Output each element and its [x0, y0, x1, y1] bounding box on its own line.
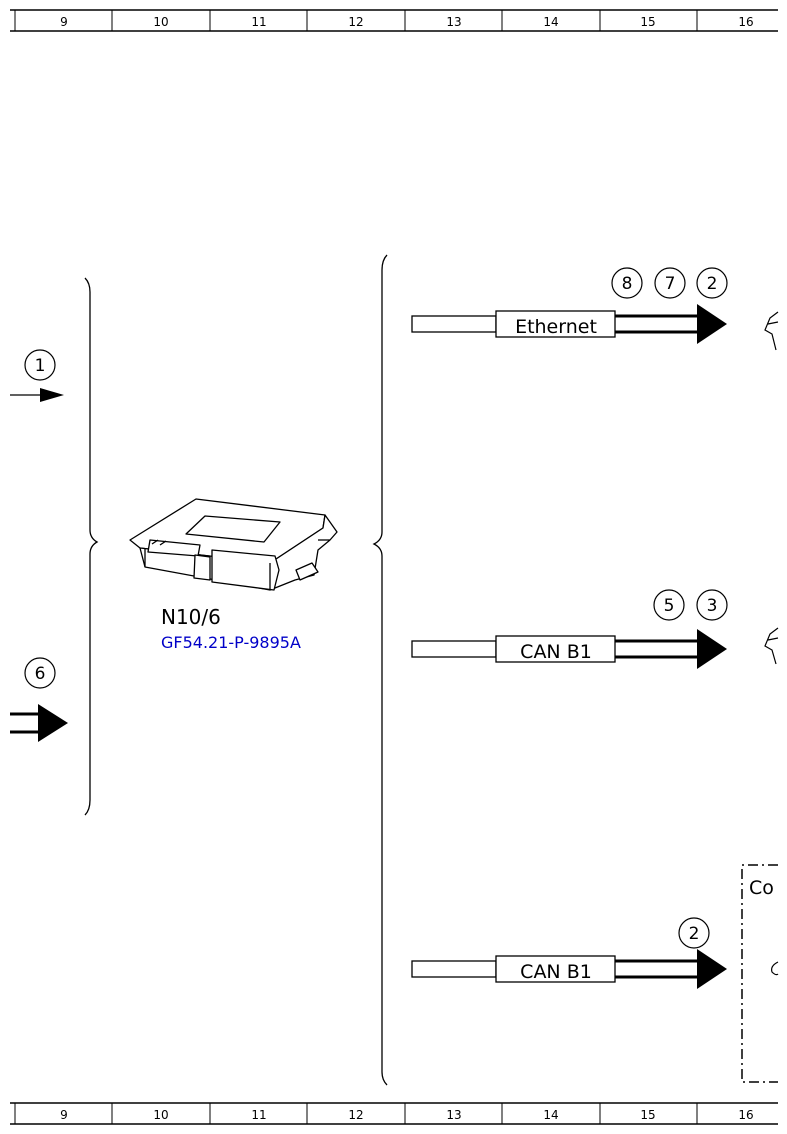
- marker-number: 8: [622, 274, 633, 294]
- input-6[interactable]: 6: [10, 657, 68, 742]
- control-unit-icon[interactable]: [129, 498, 338, 591]
- marker-number: 5: [664, 596, 675, 616]
- bus-label-box: [495, 955, 616, 983]
- bus-stub: [411, 640, 497, 658]
- marker-number: 1: [35, 356, 46, 376]
- partial-component-icon: [764, 311, 779, 351]
- ruler-label: 9: [60, 1108, 68, 1122]
- ruler-label: 13: [446, 1108, 461, 1122]
- right-brace: [372, 254, 388, 1086]
- partial-component-icon: [764, 627, 779, 665]
- ruler-label: 16: [738, 1108, 753, 1122]
- input-1[interactable]: 1: [10, 349, 64, 402]
- marker-number: 3: [707, 596, 718, 616]
- arrow-head-icon: [697, 949, 727, 989]
- left-brace: [84, 277, 99, 816]
- dashed-component-box: Co: [741, 864, 779, 1083]
- bus-label: CAN B1: [520, 961, 592, 983]
- arrow-head-icon: [38, 704, 68, 742]
- ruler-label: 12: [348, 1108, 363, 1122]
- partial-component-icon: [771, 961, 779, 976]
- ruler-label: 9: [60, 15, 68, 29]
- marker-circle: [654, 267, 686, 299]
- ruler-label: 16: [738, 15, 753, 29]
- ruler-label: 10: [153, 15, 168, 29]
- marker-circle: [24, 349, 56, 381]
- bus-label: Ethernet: [515, 316, 597, 338]
- ruler-label: 15: [640, 1108, 655, 1122]
- ruler-label: 14: [543, 15, 558, 29]
- output-can-b1-lower[interactable]: 2 CAN B1: [411, 917, 727, 989]
- ruler-label: 11: [251, 15, 266, 29]
- marker-circle: [696, 589, 728, 621]
- component-code: N10/6: [161, 605, 221, 629]
- ruler-label: 13: [446, 15, 461, 29]
- output-ethernet[interactable]: 8 7 2 Ethernet: [411, 267, 728, 344]
- marker-number: 2: [689, 924, 700, 944]
- marker-circle: [611, 267, 643, 299]
- bus-stub: [411, 960, 497, 978]
- marker-circle: [24, 657, 56, 689]
- output-can-b1-upper[interactable]: 5 3 CAN B1: [411, 589, 728, 669]
- top-ruler: 9 10 11 12 13 14 15 16: [10, 9, 778, 32]
- bus-label-box: [495, 635, 616, 663]
- bottom-ruler: 9 10 11 12 13 14 15 16: [10, 1102, 778, 1125]
- marker-number: 6: [35, 664, 46, 684]
- ruler-label: 14: [543, 1108, 558, 1122]
- marker-circle: [696, 267, 728, 299]
- bus-label-box: [495, 310, 616, 338]
- ruler-label: 11: [251, 1108, 266, 1122]
- ruler-label: 10: [153, 1108, 168, 1122]
- arrow-head-icon: [697, 304, 727, 344]
- marker-number: 2: [707, 274, 718, 294]
- marker-circle: [678, 917, 710, 949]
- ruler-label: 12: [348, 15, 363, 29]
- arrow-head-icon: [697, 629, 727, 669]
- marker-circle: [653, 589, 685, 621]
- bus-label: CAN B1: [520, 641, 592, 663]
- marker-number: 7: [665, 274, 676, 294]
- component-reference-link[interactable]: GF54.21-P-9895A: [161, 633, 301, 652]
- arrow-head-icon: [40, 388, 64, 402]
- dashed-box-label: Co: [749, 877, 774, 899]
- ruler-label: 15: [640, 15, 655, 29]
- bus-stub: [411, 315, 497, 333]
